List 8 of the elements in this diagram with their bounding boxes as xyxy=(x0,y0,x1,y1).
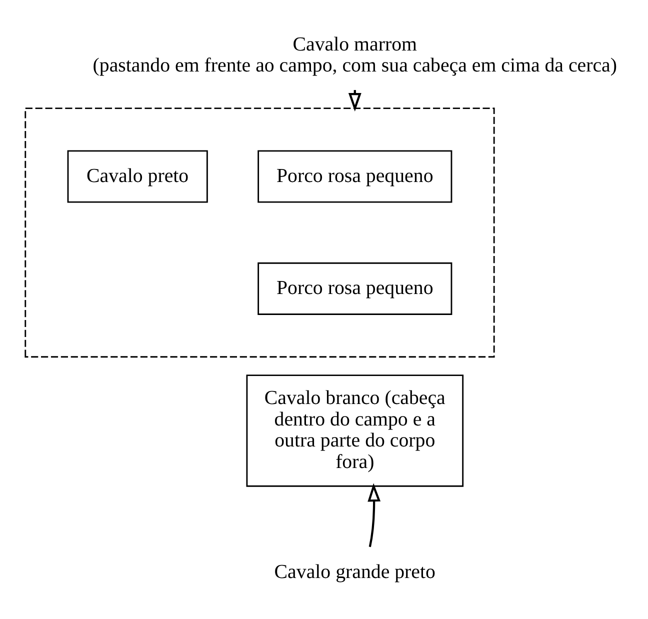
node-box: Porco rosa pequeno xyxy=(258,150,452,202)
node-text: Cavalo grande preto xyxy=(274,560,436,583)
node-box: Cavalo branco (cabeça dentro do campo e a outra parte do corpo fora) xyxy=(246,374,464,486)
cluster xyxy=(24,107,495,358)
arrow xyxy=(368,482,381,547)
node-box: Porco rosa pequeno xyxy=(258,262,452,314)
node-box: Cavalo preto xyxy=(67,150,208,202)
node-text: Cavalo marrom (pastando em frente ao campo, com sua cabeça em cima da cerca) xyxy=(92,32,617,76)
